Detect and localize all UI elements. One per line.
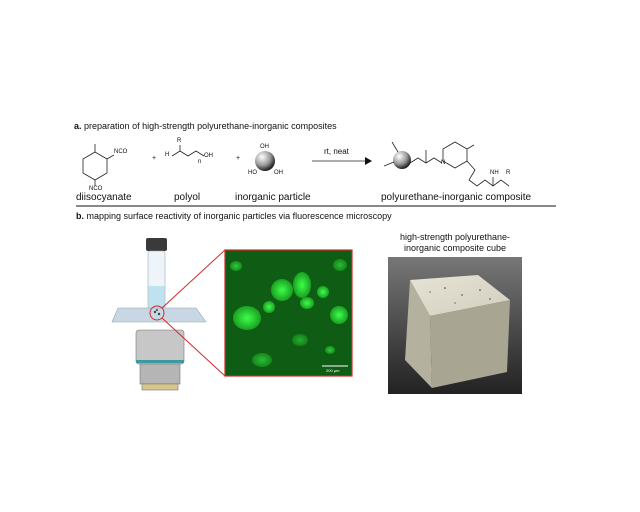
diisocyanate-structure [82,144,115,186]
polyol-h: H [165,152,170,158]
plus-sign-2: + [236,155,241,162]
zoom-line-top [161,249,226,309]
label-polyol: polyol [174,192,201,203]
reaction-conditions: rt, neat [324,147,349,156]
particle-ho-left: HO [248,170,257,176]
scale-bar-label: 200 μm [326,368,340,373]
zoom-circle [149,305,165,321]
zoom-line-bottom [161,317,226,377]
product-r: R [506,170,511,176]
particle-oh-right: OH [274,170,283,176]
product-nh: NH [490,170,499,176]
label-inorganic-particle: inorganic particle [235,192,311,203]
particle-oh-top: OH [260,144,269,150]
polyol-structure [171,145,205,157]
product-structure [383,141,510,187]
cube-caption-line-2: inorganic composite cube [403,243,507,253]
plus-sign-1: + [152,155,157,162]
section-b-title: b. mapping surface reactivity of inorgan… [76,211,392,221]
section-b-title-text: mapping surface reactivity of inorganic … [86,211,392,221]
product-n: N [441,160,446,166]
composite-cube-photo [388,257,522,394]
inorganic-particle-sphere [255,151,275,171]
polyol-r: R [177,138,182,144]
label-product: polyurethane-inorganic composite [381,192,532,203]
objective-lens [135,329,185,391]
reaction-arrow [312,157,372,165]
cube-caption-line-1: high-strength polyurethane- [399,232,511,242]
particles-in-vial [153,309,161,316]
polyol-n: n [198,159,202,165]
polyol-oh: OH [204,153,213,159]
section-a-title-text: preparation of high-strength polyurethan… [84,121,337,131]
section-b-letter: b. [76,211,84,221]
section-a-title: a. preparation of high-strength polyuret… [74,121,337,131]
fluorescence-micrograph [224,249,353,377]
label-diisocyanate: diisocyanate [76,192,132,203]
section-a-letter: a. [74,121,82,131]
nco-group-1: NCO [114,149,128,155]
nco-group-2: NCO [89,186,103,192]
